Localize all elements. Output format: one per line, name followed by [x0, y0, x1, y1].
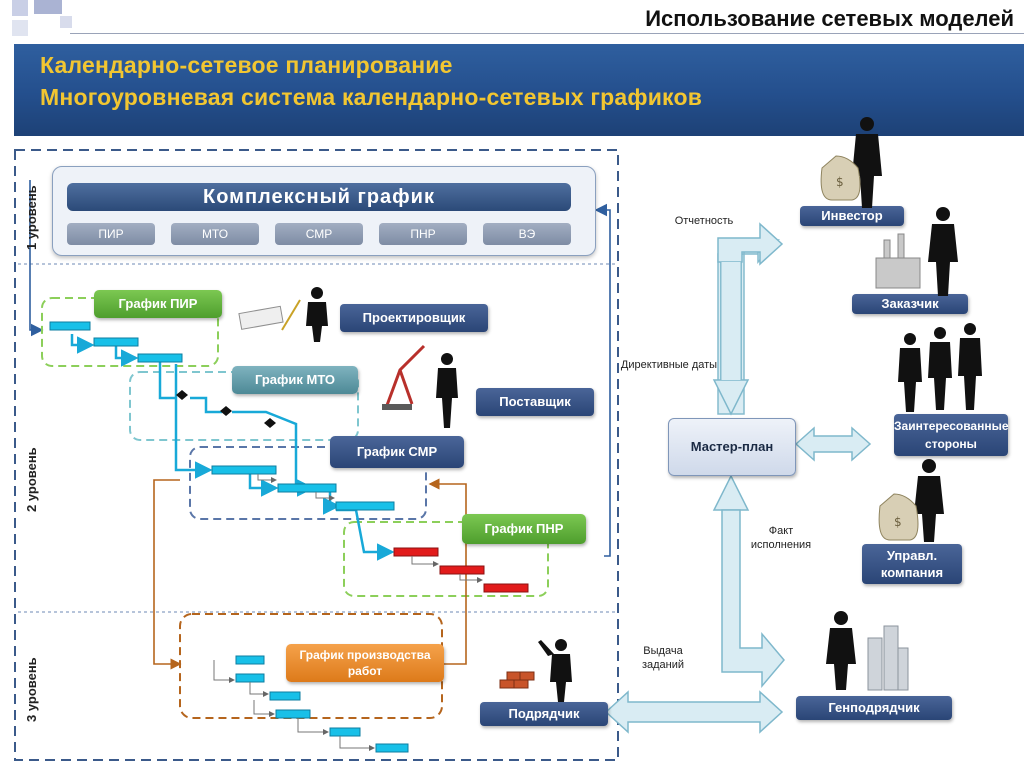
tab-mto: МТО [171, 223, 259, 245]
role-designer: Проектировщик [340, 304, 488, 332]
person-icon [914, 459, 944, 542]
person-icon [306, 287, 328, 342]
svg-text:$: $ [894, 515, 902, 529]
page-title: Использование сетевых моделей [645, 6, 1014, 31]
complex-schedule-title: Комплексный график [67, 183, 571, 211]
label-directive-dates: Директивные даты [620, 359, 718, 371]
role-customer: Заказчик [852, 294, 968, 314]
svg-text:$: $ [836, 175, 844, 189]
person-icon [928, 207, 958, 296]
banner: Календарно-сетевое планирование Многоуро… [14, 44, 1024, 136]
schedule-smr: График СМР [330, 436, 464, 468]
role-contractor: Подрядчик [480, 702, 608, 726]
role-investor: Инвестор [800, 206, 904, 226]
label-task-issue: Выдача заданий [641, 645, 685, 671]
decor-square [60, 16, 72, 28]
role-management-company: Управл. компания [862, 544, 962, 584]
role-supplier: Поставщик [476, 388, 594, 416]
building-icon [867, 625, 909, 691]
decor-square [12, 0, 28, 16]
person-icon [826, 611, 856, 690]
banner-title: Календарно-сетевое планирование [40, 52, 453, 78]
crane-base [382, 404, 412, 410]
person-icon [538, 639, 572, 702]
decor-square [12, 20, 28, 36]
top-bar [0, 0, 1024, 40]
person-icon [852, 117, 882, 208]
tab-pir: ПИР [67, 223, 155, 245]
schedule-pir: График ПИР [94, 290, 222, 318]
tab-ve: ВЭ [483, 223, 571, 245]
role-general-contractor: Генподрядчик [796, 696, 952, 720]
role-stakeholders: Заинтересованные стороны [894, 414, 1009, 456]
banner-subtitle: Многоуровневая система календарно-сетевы… [40, 84, 703, 110]
crane-icon [384, 344, 426, 409]
person-icon [958, 323, 982, 410]
money-bag-icon: $ [820, 155, 861, 201]
industrial-icon [875, 233, 921, 289]
person-icon [436, 353, 458, 428]
label-reporting: Отчетность [674, 215, 734, 227]
label-actual-execution: Факт исполнения [750, 525, 812, 551]
master-plan: Мастер-план [668, 418, 796, 476]
schedule-pnr: График ПНР [462, 514, 586, 544]
complex-schedule-panel: Комплексный график ПИР МТО СМР ПНР ВЭ [52, 166, 596, 256]
bricks-icon [499, 671, 535, 689]
money-bag-icon: $ [878, 493, 919, 541]
schedule-works: График производства работ [286, 644, 444, 682]
person-icon [898, 333, 922, 412]
divider [70, 33, 1024, 34]
blueprint-icon [238, 299, 301, 331]
tab-smr: СМР [275, 223, 363, 245]
person-icon [928, 327, 952, 410]
outer-frame [14, 149, 619, 761]
tab-pnr: ПНР [379, 223, 467, 245]
decor-square [34, 0, 62, 14]
schedule-mto: График МТО [232, 366, 358, 394]
